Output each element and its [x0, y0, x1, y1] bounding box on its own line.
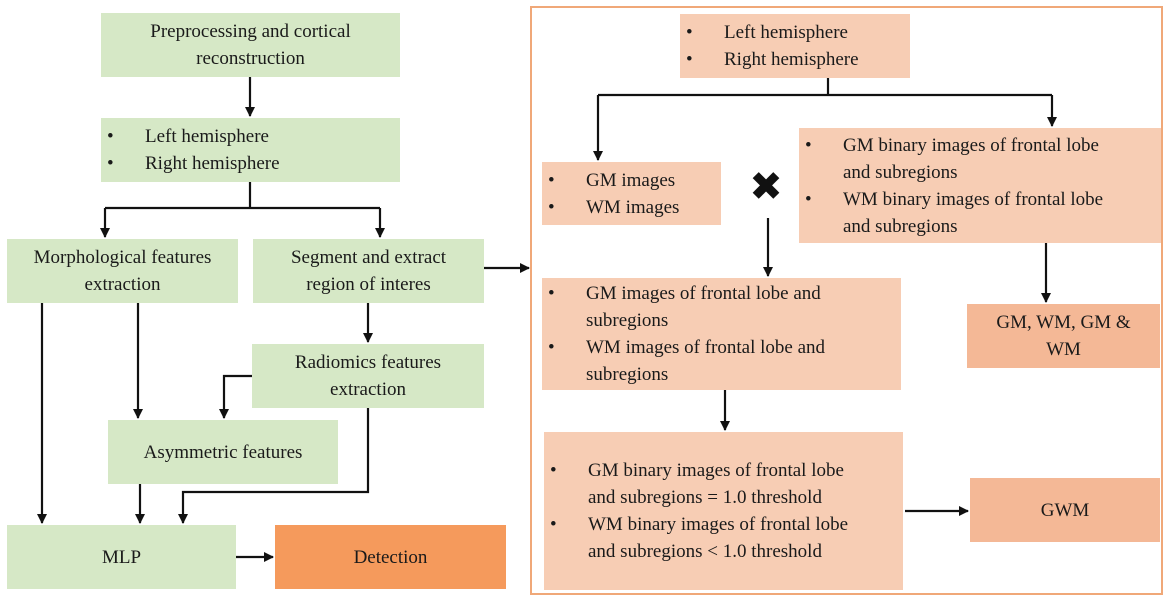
asymmetric-features-label: Asymmetric features	[143, 441, 303, 463]
hemisphere-left-item: Left hemisphere	[101, 123, 280, 150]
radiomics-features-label: Radiomics features extraction	[294, 352, 442, 400]
gm-threshold-item: GM binary images of frontal lobe and sub…	[544, 457, 864, 511]
gm-wm-images-box: GM images WM images	[542, 162, 721, 225]
gm-images-item: GM images	[542, 167, 679, 194]
segment-roi-box: Segment and extract region of interes	[253, 239, 484, 303]
gm-wm-combination-box: GM, WM, GM & WM	[967, 304, 1160, 368]
gm-wm-images-list: GM images WM images	[542, 167, 679, 221]
right-hemispheres-list: Left hemisphere Right hemisphere	[680, 19, 859, 73]
hemispheres-list: Left hemisphere Right hemisphere	[101, 123, 280, 177]
wm-images-item: WM images	[542, 194, 679, 221]
wm-frontal-images-item: WM images of frontal lobe and subregions	[542, 334, 887, 388]
frontal-images-box: GM images of frontal lobe and subregions…	[542, 278, 901, 390]
right-hemispheres-box: Left hemisphere Right hemisphere	[680, 14, 910, 78]
right-hemisphere-left-item: Left hemisphere	[680, 19, 859, 46]
binary-images-list: GM binary images of frontal lobe and sub…	[799, 132, 1119, 240]
morphological-features-label: Morphological features extraction	[33, 247, 212, 295]
detection-box: Detection	[275, 525, 506, 589]
morphological-features-box: Morphological features extraction	[7, 239, 238, 303]
threshold-images-box: GM binary images of frontal lobe and sub…	[544, 432, 903, 590]
threshold-images-list: GM binary images of frontal lobe and sub…	[544, 457, 864, 565]
wm-threshold-item: WM binary images of frontal lobe and sub…	[544, 511, 864, 565]
gwm-label: GWM	[1040, 499, 1090, 521]
segment-roi-label: Segment and extract region of interes	[290, 247, 447, 295]
hemisphere-right-item: Right hemisphere	[101, 150, 280, 177]
asymmetric-features-box: Asymmetric features	[108, 420, 338, 484]
right-hemisphere-right-item: Right hemisphere	[680, 46, 859, 73]
wm-binary-images-item: WM binary images of frontal lobe and sub…	[799, 186, 1119, 240]
gm-binary-images-item: GM binary images of frontal lobe and sub…	[799, 132, 1119, 186]
gm-frontal-images-item: GM images of frontal lobe and subregions	[542, 280, 887, 334]
multiply-cross-icon: ✖	[749, 164, 783, 210]
preprocessing-box: Preprocessing and cortical reconstructio…	[101, 13, 400, 77]
detection-label: Detection	[353, 546, 428, 568]
preprocessing-label: Preprocessing and cortical reconstructio…	[150, 21, 351, 69]
binary-images-box: GM binary images of frontal lobe and sub…	[799, 128, 1161, 243]
radiomics-features-box: Radiomics features extraction	[252, 344, 484, 408]
gwm-box: GWM	[970, 478, 1160, 542]
hemispheres-box: Left hemisphere Right hemisphere	[101, 118, 400, 182]
gm-wm-combination-label: GM, WM, GM & WM	[996, 312, 1131, 360]
detail-panel-frame	[530, 6, 1163, 595]
mlp-label: MLP	[101, 546, 142, 568]
mlp-box: MLP	[7, 525, 236, 589]
frontal-images-list: GM images of frontal lobe and subregions…	[542, 280, 887, 388]
